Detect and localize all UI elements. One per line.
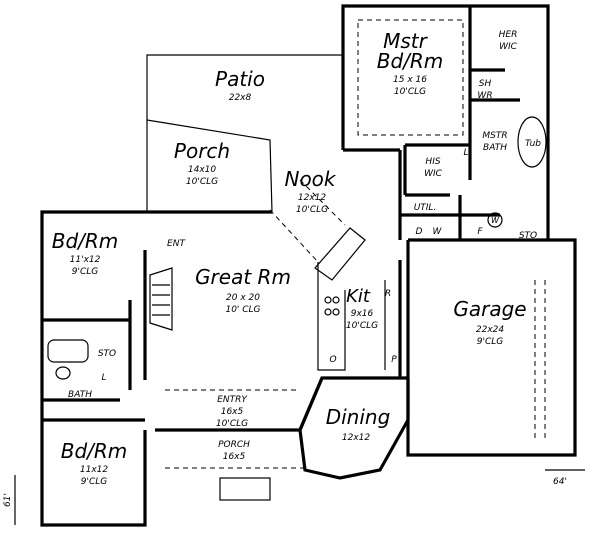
sto-garage-label: STO — [519, 231, 537, 241]
bdrm-upper-clg: 9'CLG — [72, 267, 98, 277]
l-bath-label: L — [101, 373, 106, 383]
sh-wr-line1: SH — [479, 79, 492, 89]
room-labels: Mstr Bd/Rm 15 x 16 10'CLG HER WIC SH WR … — [3, 29, 567, 507]
bdrm-lower-clg: 9'CLG — [81, 477, 107, 487]
garage-dims: 22x24 — [476, 325, 505, 335]
porch-front-dims: 16x5 — [223, 452, 246, 462]
his-wic-line1: HIS — [425, 157, 440, 167]
garage-name: Garage — [453, 297, 526, 321]
mstr-bdrm-dims: 15 x 16 — [393, 75, 427, 85]
o-label: O — [329, 355, 336, 365]
ent-label: ENT — [167, 239, 186, 249]
bdrm-upper-name: Bd/Rm — [52, 229, 119, 253]
interior-walls — [42, 6, 520, 390]
mstr-bdrm-clg: 10'CLG — [394, 87, 426, 97]
sto-bath-label: STO — [98, 349, 116, 359]
f-label: F — [477, 227, 483, 237]
great-rm-clg: 10' CLG — [225, 305, 260, 315]
kit-dims: 9x16 — [351, 309, 374, 319]
bdrm-lower-dims: 11x12 — [80, 465, 109, 475]
dining-dims: 12x12 — [342, 433, 371, 443]
mstr-bath-line1: MSTR — [482, 131, 507, 141]
entry-dims: 16x5 — [221, 407, 244, 417]
tub-label: Tub — [525, 139, 541, 149]
patio-name: Patio — [215, 67, 265, 91]
porch-rear-name: Porch — [174, 139, 230, 163]
r-label: R — [385, 289, 391, 299]
porch-rear-dims: 14x10 — [188, 165, 217, 175]
exterior-walls — [40, 4, 577, 527]
w-circle-label: W — [491, 216, 500, 225]
patio-dims: 22x8 — [229, 93, 252, 103]
kit-name: Kit — [346, 286, 371, 307]
dw-d: D — [416, 227, 423, 237]
fixtures — [14, 19, 585, 525]
mstr-bdrm-line2: Bd/Rm — [377, 49, 444, 73]
his-wic-line2: WIC — [424, 169, 443, 179]
great-rm-name: Great Rm — [195, 265, 291, 289]
util-label: UTIL. — [414, 203, 437, 213]
her-wic-line2: WIC — [499, 42, 518, 52]
overall-width: 64' — [553, 477, 567, 487]
great-rm-dims: 20 x 20 — [226, 293, 260, 303]
bdrm-lower-name: Bd/Rm — [61, 439, 128, 463]
p-label: P — [391, 355, 397, 365]
dw-w: W — [433, 227, 443, 237]
nook-name: Nook — [284, 167, 336, 191]
porch-front-name: PORCH — [218, 440, 250, 450]
entry-clg: 10'CLG — [216, 419, 248, 429]
mstr-bdrm-line1: Mstr — [383, 29, 429, 53]
overall-depth: 61' — [3, 493, 13, 507]
entry-name: ENTRY — [217, 395, 248, 405]
l-mstr-label: L — [463, 148, 468, 158]
bdrm-upper-dims: 11'x12 — [70, 255, 101, 265]
garage-clg: 9'CLG — [477, 337, 503, 347]
dining-name: Dining — [326, 405, 391, 429]
kit-clg: 10'CLG — [346, 321, 378, 331]
bath-label: BATH — [68, 390, 92, 400]
nook-clg: 10'CLG — [296, 205, 328, 215]
sh-wr-line2: WR — [477, 91, 492, 101]
mstr-bath-line2: BATH — [483, 143, 507, 153]
porch-rear-clg: 10'CLG — [186, 177, 218, 187]
her-wic-line1: HER — [499, 30, 518, 40]
nook-dims: 12x12 — [298, 193, 327, 203]
